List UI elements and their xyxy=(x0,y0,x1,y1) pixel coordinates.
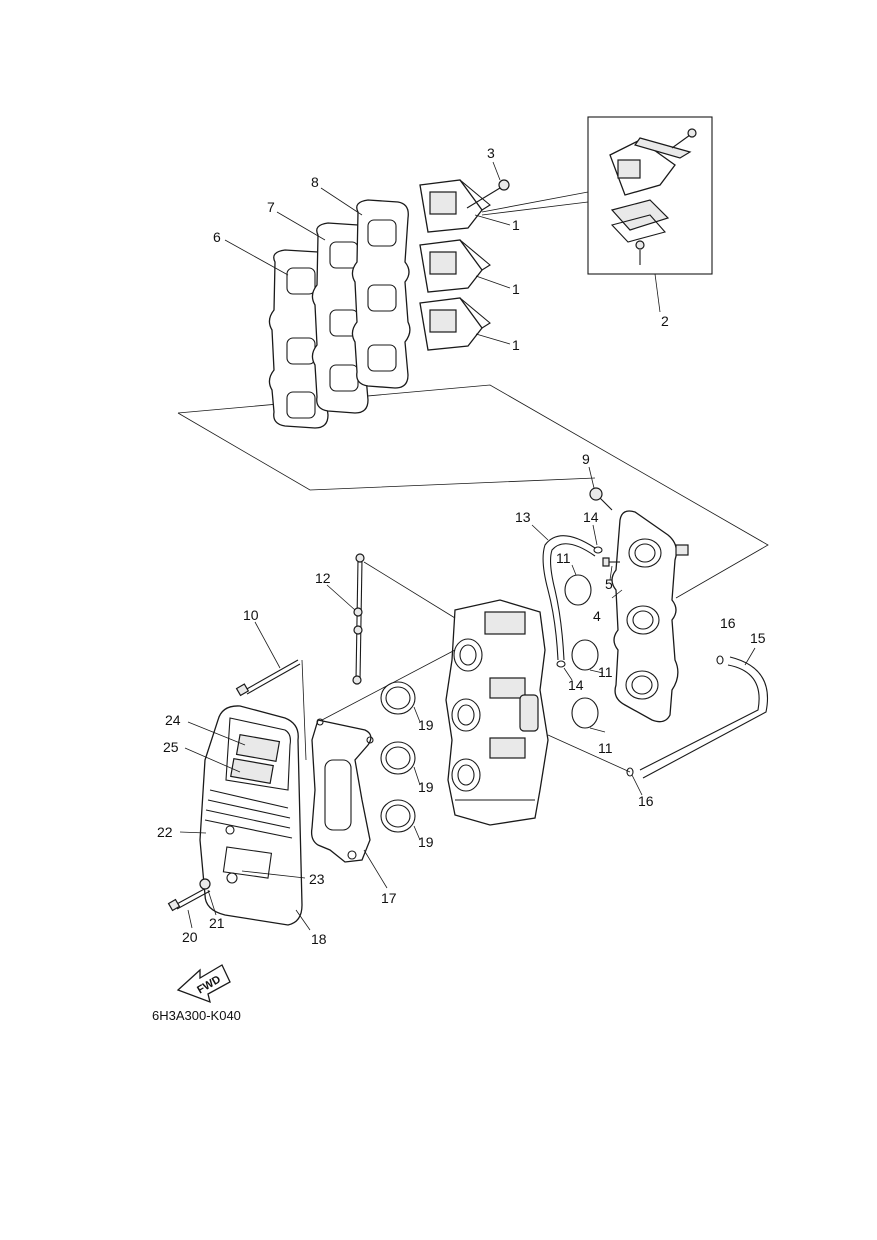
fwd-arrow: FWD xyxy=(176,964,231,1004)
callout-14b: 14 xyxy=(568,677,584,693)
assembly-line-lower xyxy=(547,734,631,773)
hose-15-inner xyxy=(642,656,768,779)
clip-14-bottom xyxy=(556,660,566,668)
seal-19-a xyxy=(380,681,416,715)
upper-assembly-plane xyxy=(177,384,769,599)
bolt-3 xyxy=(466,179,510,209)
callout-1c: 1 xyxy=(512,337,520,353)
o-ring-11-b xyxy=(571,639,599,671)
callout-25: 25 xyxy=(163,739,179,755)
callout-13: 13 xyxy=(515,509,531,525)
o-ring-11-c xyxy=(571,697,599,729)
clip-14-top xyxy=(593,546,603,554)
hose-15 xyxy=(639,664,760,771)
seal-19-b xyxy=(380,741,416,775)
hose-13-inner xyxy=(549,543,596,661)
callout-labels: 1 1 1 2 3 4 5 6 7 8 9 10 11 11 11 12 13 … xyxy=(157,145,766,947)
seal-19-c-inner xyxy=(385,804,411,828)
callout-20: 20 xyxy=(182,929,198,945)
reed-valve-detail-box-2 xyxy=(481,116,713,313)
callout-15: 15 xyxy=(750,630,766,646)
callout-1a: 1 xyxy=(512,217,520,233)
callout-11a: 11 xyxy=(556,550,571,566)
callout-16a: 16 xyxy=(720,615,736,631)
bolt-9 xyxy=(589,487,613,511)
callout-11b: 11 xyxy=(598,664,613,680)
clip-16-bottom xyxy=(626,767,634,777)
upper-assembly-plane-lower-edge xyxy=(177,412,596,491)
callout-1b: 1 xyxy=(512,281,520,297)
link-rod-12 xyxy=(352,553,456,685)
gasket-8 xyxy=(351,199,411,389)
clip-16-top xyxy=(716,655,724,665)
drawing-code: 6H3A300-K040 xyxy=(152,1008,241,1023)
callout-12: 12 xyxy=(315,570,331,586)
callout-19a: 19 xyxy=(418,717,434,733)
callout-14a: 14 xyxy=(583,509,599,525)
callout-21: 21 xyxy=(209,915,225,931)
callout-3: 3 xyxy=(487,145,495,161)
hose-13 xyxy=(542,535,596,661)
o-ring-11-a xyxy=(564,574,592,606)
callout-19c: 19 xyxy=(418,834,434,850)
bolt-10 xyxy=(235,659,307,761)
callout-19b: 19 xyxy=(418,779,434,795)
bolt-20 xyxy=(167,886,211,912)
reed-valve-1-bottom xyxy=(419,297,491,351)
callout-2: 2 xyxy=(661,313,669,329)
callout-17: 17 xyxy=(381,890,397,906)
seal-19-b-inner xyxy=(385,746,411,770)
callout-9: 9 xyxy=(582,451,590,467)
carburetor-assembly xyxy=(445,599,549,826)
washer-21 xyxy=(199,878,211,890)
callout-11c: 11 xyxy=(598,740,613,756)
callout-7: 7 xyxy=(267,199,275,215)
intake-manifold-4 xyxy=(611,510,689,723)
reed-valve-1-middle xyxy=(419,239,491,293)
callout-4: 4 xyxy=(593,608,601,624)
callout-18: 18 xyxy=(311,931,327,947)
seal-19-a-inner xyxy=(385,686,411,710)
leader-lines xyxy=(179,161,756,931)
callout-23: 23 xyxy=(309,871,325,887)
callout-6: 6 xyxy=(213,229,221,245)
callout-22: 22 xyxy=(157,824,173,840)
seal-19-c xyxy=(380,799,416,833)
reed-valve-1-top xyxy=(419,179,491,233)
callout-8: 8 xyxy=(311,174,319,190)
intake-silencer-18 xyxy=(199,705,303,926)
callout-16b: 16 xyxy=(638,793,654,809)
callout-10: 10 xyxy=(243,607,259,623)
callout-5: 5 xyxy=(605,576,613,592)
gasket-plate-17 xyxy=(310,649,456,863)
pin-5-body xyxy=(602,557,610,567)
callout-24: 24 xyxy=(165,712,181,728)
